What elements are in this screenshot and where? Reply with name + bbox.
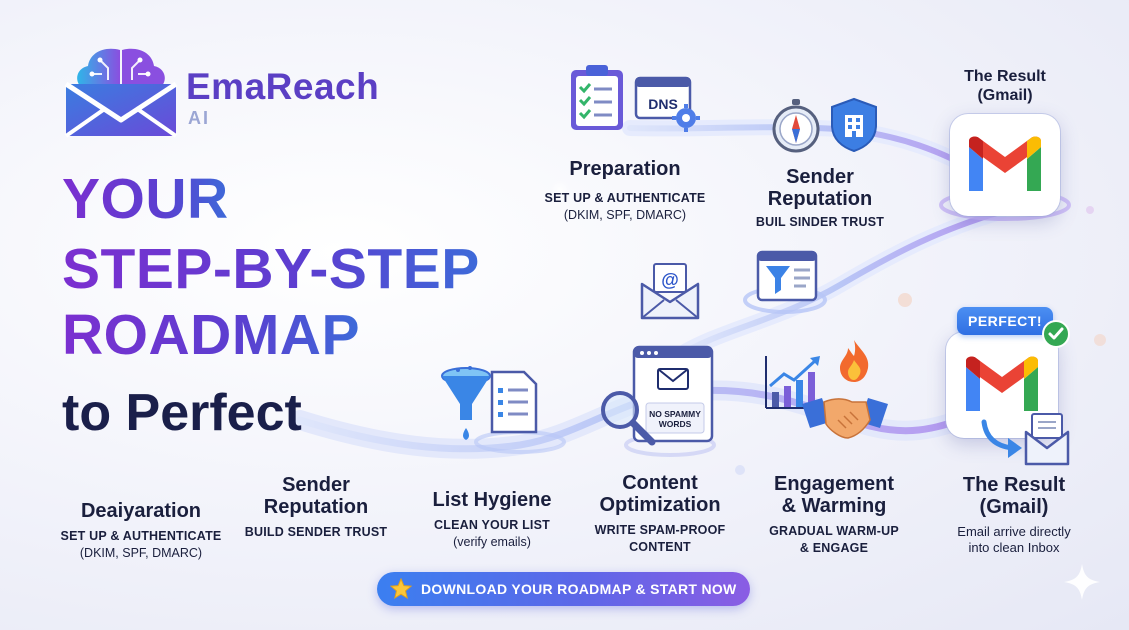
brand-name: EmaReach [186,66,380,107]
bottom-step-3: List Hygiene CLEAN YOUR LIST (verify ema… [412,489,572,550]
compass-icon [772,99,820,153]
download-roadmap-label: DOWNLOAD YOUR ROADMAP & START NOW [421,581,737,597]
shield-building-icon [831,97,877,153]
brain-envelope-logo [64,48,178,138]
bottom-step-5-subtitle-2: & ENGAGE [799,541,869,555]
bottom-step-5: Engagement & Warming GRADUAL WARM-UP & E… [754,473,914,557]
bottom-step-3-detail: (verify emails) [453,535,531,549]
bottom-step-4-title-1: Content [622,472,698,494]
bottom-step-3-subtitle: CLEAN YOUR LIST [434,518,550,532]
download-roadmap-button[interactable]: DOWNLOAD YOUR ROADMAP & START NOW [377,572,750,606]
headline-line-2: STEP-BY-STEP [62,237,480,301]
bottom-step-1: Deaiyaration SET UP & AUTHENTICATE (DKIM… [48,500,234,561]
arrow-envelope-icon [981,413,1070,466]
bottom-step-6-title-1: The Result [962,474,1066,496]
funnel-window-icon [756,250,818,302]
email-at-envelope-icon: @ [640,263,700,320]
top-result-title-2: (Gmail) [977,87,1033,104]
bottom-step-2-title-1: Sender [282,474,350,496]
bottom-step-4: Content Optimization WRITE SPAM-PROOF CO… [580,472,740,556]
top-preparation-title: Preparation [569,158,681,180]
top-preparation-detail: (DKIM, SPF, DMARC) [563,208,687,222]
headline-line-3: ROADMAP [62,303,360,367]
clipboard-checklist-icon [571,65,623,130]
magnifier-icon [601,391,656,446]
top-result-title-1: The Result [964,68,1046,85]
bottom-step-2-title-2: Reputation [263,496,369,518]
bottom-step-5-title-1: Engagement [773,473,895,495]
bottom-step-6-detail-1: Email arrive directly [957,524,1071,539]
no-spammy-line-2: WORDS [658,419,692,429]
email-window-icon: NO SPAMMY WORDS [632,345,714,443]
bottom-step-2: Sender Reputation BUILD SENDER TRUST [236,474,396,541]
top-reputation-title-2: Reputation [767,188,873,210]
sparkle-icon [1064,564,1100,600]
gmail-icon [966,356,1038,411]
bottom-step-5-title-2: & Warming [781,495,887,517]
no-spammy-line-1: NO SPAMMY [649,409,701,419]
growth-chart-icon [765,356,824,409]
top-preparation-subtitle: SET UP & AUTHENTICATE [544,191,706,205]
gmail-icon [969,136,1041,191]
bottom-step-6: The Result (Gmail) Email arrive directly… [928,474,1100,556]
bottom-step-1-title: Deaiyaration [80,500,202,522]
top-step-reputation: Sender Reputation BUIL SINDER TRUST [740,166,900,231]
dns-window-gear-icon: DNS [634,76,700,132]
list-document-icon [490,370,538,434]
handshake-icon [802,398,888,439]
top-reputation-subtitle: BUIL SINDER TRUST [755,215,885,229]
funnel-drip-icon [441,366,491,440]
headline-line-4: to Perfect [62,384,302,442]
top-step-result: The Result (Gmail) [930,67,1080,105]
gmail-result-card-top [950,114,1060,216]
bottom-step-6-detail-2: into clean Inbox [968,540,1060,555]
bottom-step-2-subtitle: BUILD SENDER TRUST [244,525,388,539]
bottom-step-4-subtitle-1: WRITE SPAM-PROOF [594,523,726,537]
bottom-step-4-title-2: Optimization [599,494,721,516]
svg-text:@: @ [661,270,679,290]
bottom-step-6-title-2: (Gmail) [979,496,1049,518]
check-icon [1042,320,1070,348]
bottom-step-4-subtitle-2: CONTENT [629,540,691,554]
brand-sub: AI [188,108,210,128]
top-reputation-title-1: Sender [786,166,854,188]
star-icon [390,578,412,600]
bottom-step-5-subtitle-1: GRADUAL WARM-UP [769,524,899,538]
bottom-step-1-subtitle: SET UP & AUTHENTICATE [60,529,222,543]
perfect-badge: PERFECT! [957,307,1053,335]
top-step-preparation: Preparation SET UP & AUTHENTICATE (DKIM,… [530,158,720,223]
headline-line-1: YOUR [62,167,229,231]
bottom-step-3-title: List Hygiene [432,489,552,511]
flame-icon [840,340,869,382]
dns-label: DNS [648,96,678,112]
bottom-step-1-detail: (DKIM, SPF, DMARC) [79,546,203,560]
